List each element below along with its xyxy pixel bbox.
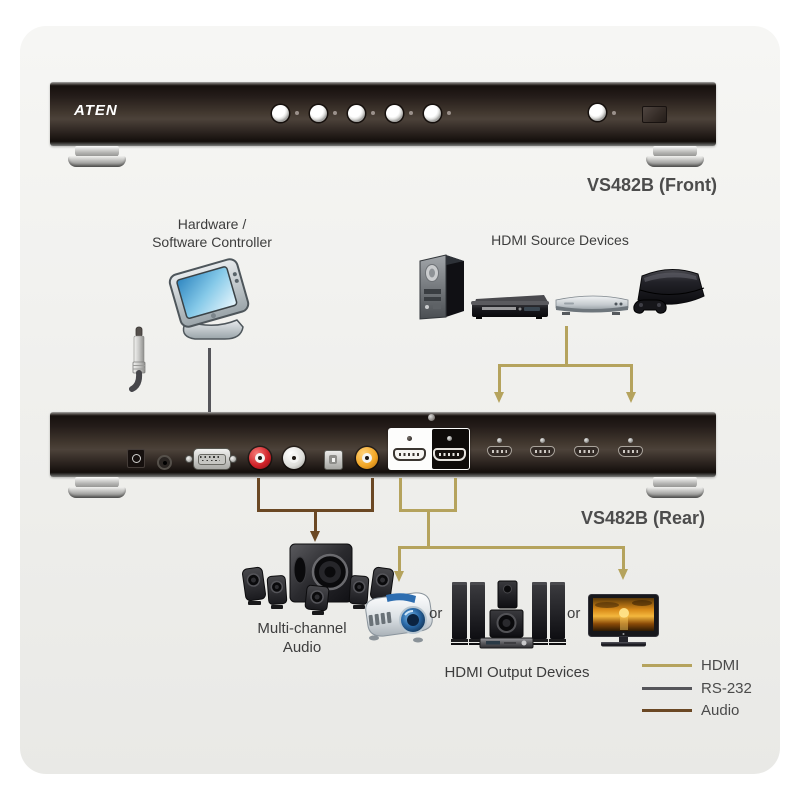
rca-white-port bbox=[283, 447, 305, 469]
screw-icon bbox=[447, 436, 452, 441]
pushbutton-icon bbox=[348, 104, 365, 122]
port-button-4 bbox=[386, 104, 424, 122]
hdmi-line-to-projector bbox=[398, 546, 401, 572]
front-caption: VS482B (Front) bbox=[586, 175, 717, 195]
or-label-2: or bbox=[567, 605, 581, 622]
surround-speakers-illustration bbox=[242, 543, 394, 615]
mode-button bbox=[589, 104, 606, 121]
hdmi-arrow-down-icon bbox=[618, 569, 628, 580]
tv-illustration bbox=[588, 594, 659, 647]
controller-caption: Hardware / Software Controller bbox=[152, 216, 272, 250]
hdmi-line-to-tv bbox=[622, 546, 625, 571]
port-button-1 bbox=[272, 104, 310, 122]
hdmi-line-source-stem bbox=[565, 326, 568, 366]
hdmi-input-port-2 bbox=[530, 446, 555, 457]
hdmi-input-port-3 bbox=[574, 446, 599, 457]
rs232-line-swatch bbox=[642, 686, 692, 690]
legend-label: HDMI bbox=[701, 656, 740, 674]
device-foot bbox=[646, 477, 704, 499]
sources-caption: HDMI Source Devices bbox=[491, 232, 629, 248]
port-led-4 bbox=[409, 111, 413, 115]
legend-item-audio: Audio bbox=[642, 701, 740, 719]
screw-icon bbox=[497, 438, 502, 443]
ir-receiver-window bbox=[642, 106, 667, 123]
computer-tower-illustration bbox=[419, 254, 464, 320]
pushbutton-icon bbox=[424, 104, 441, 122]
game-console-illustration bbox=[633, 269, 705, 314]
device-foot bbox=[646, 146, 704, 168]
mode-led bbox=[612, 111, 616, 115]
hdmi-arrow-down-icon bbox=[494, 392, 504, 403]
rear-caption: VS482B (Rear) bbox=[580, 508, 705, 528]
hdmi-line-source-right bbox=[630, 364, 633, 393]
audio-line-stem bbox=[314, 509, 317, 532]
hdmi-output-port-2 bbox=[433, 448, 466, 461]
audio-line-right bbox=[371, 478, 374, 511]
port-select-buttons bbox=[272, 104, 462, 122]
rca-red-port bbox=[249, 447, 271, 469]
hdmi-line-source-left bbox=[498, 364, 501, 393]
hdmi-output-port-1 bbox=[393, 448, 426, 461]
hdmi-arrow-down-icon bbox=[626, 392, 636, 403]
rs232-line bbox=[208, 348, 211, 412]
hdmi-line-out-stem bbox=[427, 509, 430, 548]
hdmi-line-out-right bbox=[454, 478, 457, 511]
port-button-5 bbox=[424, 104, 462, 122]
hdmi-line-out-left bbox=[399, 478, 402, 511]
port-led-2 bbox=[333, 111, 337, 115]
pushbutton-icon bbox=[310, 104, 327, 122]
screw-icon bbox=[584, 438, 589, 443]
device-foot bbox=[68, 146, 126, 168]
screw-icon bbox=[628, 438, 633, 443]
aten-logo: ATEN bbox=[74, 102, 118, 119]
dc-power-plug-illustration bbox=[129, 326, 146, 392]
port-button-3 bbox=[348, 104, 386, 122]
hdmi-input-port-1 bbox=[487, 446, 512, 457]
hdmi-line-out-span bbox=[398, 546, 625, 549]
screw-icon bbox=[540, 438, 545, 443]
rca-coax-port bbox=[356, 447, 378, 469]
hdmi-input-port-4 bbox=[618, 446, 643, 457]
or-label-1: or bbox=[429, 605, 443, 622]
projector-illustration bbox=[365, 592, 433, 643]
settop-box-illustration bbox=[555, 295, 629, 315]
outputs-caption: HDMI Output Devices bbox=[444, 664, 590, 681]
hdmi-line-swatch bbox=[642, 663, 692, 667]
legend-label: Audio bbox=[701, 701, 740, 719]
screw-icon bbox=[407, 436, 412, 441]
audio-caption: Multi-channel Audio bbox=[257, 620, 347, 656]
toslink-optical-port bbox=[324, 450, 343, 470]
device-foot bbox=[68, 477, 126, 499]
port-led-3 bbox=[371, 111, 375, 115]
screw-icon bbox=[428, 414, 435, 421]
legend-item-hdmi: HDMI bbox=[642, 656, 740, 674]
rear-panel-chassis bbox=[50, 412, 716, 477]
front-panel-device: ATEN bbox=[50, 82, 716, 167]
audio-minijack-port bbox=[157, 455, 172, 470]
audio-line-swatch bbox=[642, 708, 692, 712]
port-button-2 bbox=[310, 104, 348, 122]
dvd-player-illustration bbox=[471, 295, 549, 319]
port-led-1 bbox=[295, 111, 299, 115]
audio-line-left bbox=[257, 478, 260, 511]
rs232-db9-port bbox=[185, 447, 237, 470]
home-theater-illustration bbox=[451, 580, 566, 649]
dc-power-jack bbox=[127, 449, 145, 468]
hdmi-line-source-bar bbox=[498, 364, 633, 367]
legend-item-rs232: RS-232 bbox=[642, 679, 752, 697]
port-led-5 bbox=[447, 111, 451, 115]
touch-controller-illustration bbox=[168, 258, 250, 340]
pushbutton-icon bbox=[386, 104, 403, 122]
rear-panel-device bbox=[50, 412, 716, 498]
legend-label: RS-232 bbox=[701, 679, 752, 697]
audio-arrow-down-icon bbox=[310, 531, 320, 542]
pushbutton-icon bbox=[272, 104, 289, 122]
hdmi-arrow-down-icon bbox=[394, 571, 404, 582]
